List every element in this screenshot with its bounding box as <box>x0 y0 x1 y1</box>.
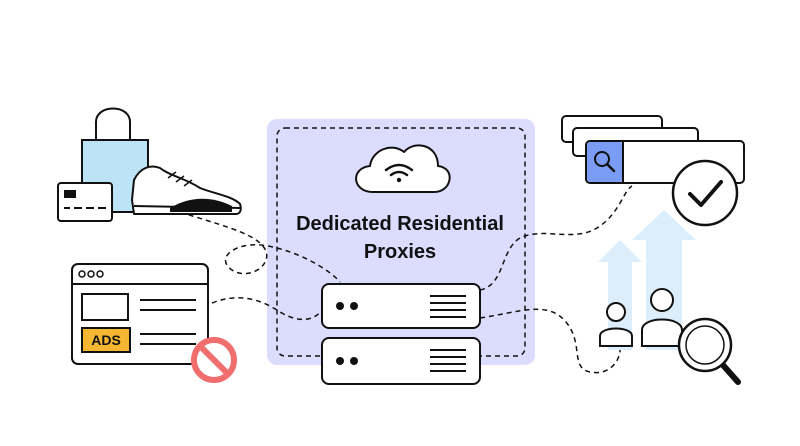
diagram-title-line2: Proxies <box>364 241 436 263</box>
magnifier-icon <box>677 317 741 385</box>
connector-users <box>479 308 621 374</box>
connector-lines <box>179 185 633 374</box>
ads-badge-label: ADS <box>91 332 121 348</box>
ads-badge: ADS <box>81 327 131 353</box>
connector-ads <box>211 297 323 321</box>
sneaker-icon <box>131 165 242 215</box>
growth-arrows-icon <box>598 210 696 350</box>
server-icon <box>321 337 481 385</box>
connector-shopping <box>179 211 341 283</box>
credit-card-icon <box>57 182 113 222</box>
connector-search <box>479 185 633 291</box>
diagram-title-line1: Dedicated Residential <box>296 213 504 235</box>
checkmark-icon <box>671 159 739 227</box>
users-icon <box>599 288 683 347</box>
cloud-wifi-icon <box>355 144 451 193</box>
no-entry-icon <box>191 337 237 383</box>
server-icon <box>321 283 481 329</box>
